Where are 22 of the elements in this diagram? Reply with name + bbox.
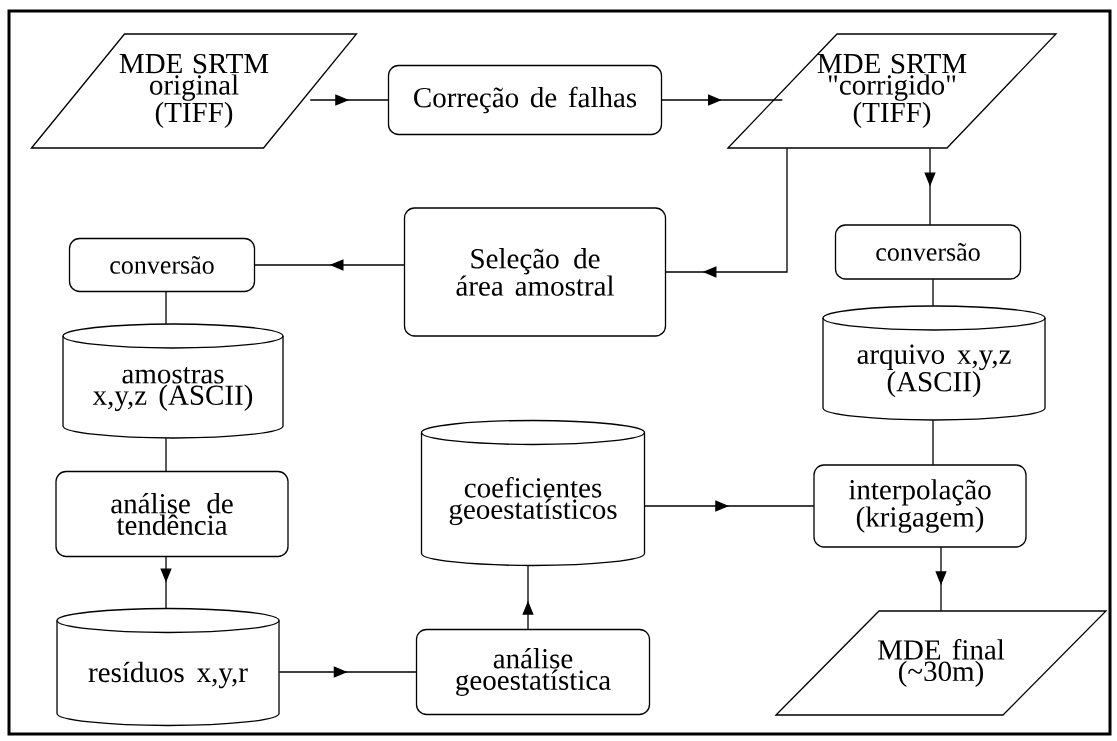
process-box: Seleção de área amostral bbox=[403, 207, 667, 337]
data-parallelogram: MDE SRTM original (TIFF) bbox=[30, 33, 358, 149]
database-cylinder: amostras x,y,z (ASCII) bbox=[62, 323, 284, 439]
process-box: Correção de falhas bbox=[387, 64, 663, 136]
arrow bbox=[254, 259, 405, 271]
database-cylinder: resíduos x,y,r bbox=[56, 607, 280, 727]
arrow bbox=[160, 556, 172, 609]
arrow bbox=[661, 94, 783, 106]
process-box: interpolação (krigagem) bbox=[813, 464, 1027, 548]
arrow bbox=[644, 500, 815, 512]
database-cylinder: arquivo x,y,z (ASCII) bbox=[822, 305, 1046, 421]
database-cylinder: coeficientes geoestatísticos bbox=[420, 419, 646, 567]
process-box: conversão bbox=[834, 224, 1022, 280]
process-box: conversão bbox=[68, 237, 256, 293]
arrow bbox=[665, 147, 788, 278]
arrow bbox=[309, 94, 389, 106]
arrow bbox=[935, 546, 947, 612]
process-box: análise de tendência bbox=[55, 470, 289, 558]
arrow bbox=[278, 666, 417, 678]
arrow bbox=[522, 565, 534, 630]
arrow bbox=[924, 147, 936, 226]
process-box: análise geoestatística bbox=[415, 628, 651, 716]
